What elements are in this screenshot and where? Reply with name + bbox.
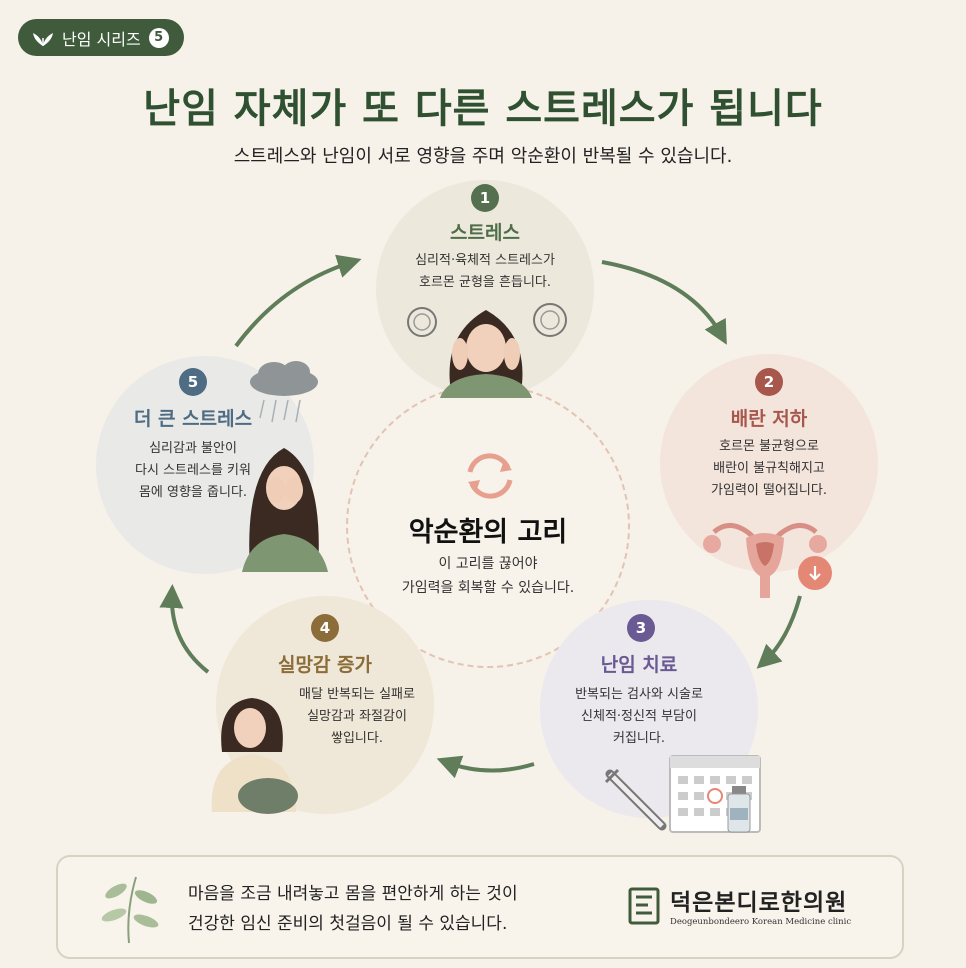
syringe-icon [604, 768, 667, 831]
step-3-desc-line-3: 커집니다. [613, 731, 665, 746]
footer-text-line-2: 건강한 임신 준비의 첫걸음이 될 수 있습니다. [188, 914, 508, 934]
series-label: 난임 시리즈 [62, 29, 141, 49]
page-title: 난임 자체가 또 다른 스트레스가 됩니다 [143, 85, 823, 132]
arrow-1-to-2 [601, 260, 727, 345]
sad-woman-illustration [211, 698, 298, 814]
step-1-desc-line-1: 심리적·육체적 스트레스가 [415, 253, 555, 268]
center-desc-line-1: 이 고리를 끊어야 [438, 556, 538, 572]
medicine-vial-icon [727, 786, 751, 833]
page-subtitle: 스트레스와 난임이 서로 영향을 주며 악순환이 반복될 수 있습니다. [233, 146, 733, 167]
uterus-illustration [703, 523, 827, 598]
footer-text-line-1: 마음을 조금 내려놓고 몸을 편안하게 하는 것이 [188, 884, 518, 904]
step-4-desc-line-2: 실망감과 좌절감이 [307, 709, 407, 724]
step-2-number: 2 [755, 368, 783, 396]
step-5-circle: 5 더 큰 스트레스 심리감과 불안이 다시 스트레스를 키워 몸에 영향을 줍… [96, 356, 328, 574]
series-badge: 난임 시리즈 5 [18, 19, 184, 56]
clinic-name: 덕은본디로한의원 [670, 889, 848, 916]
step-1-desc-line-2: 호르몬 균형을 흔듭니다. [419, 275, 551, 290]
step-1-title: 스트레스 [450, 222, 520, 244]
step-5-desc-line-1: 심리감과 불안이 [149, 441, 237, 456]
step-1-number: 1 [471, 184, 499, 212]
center-desc-line-2: 가임력을 회복할 수 있습니다. [401, 580, 575, 596]
arrow-5-to-1 [234, 254, 362, 348]
step-2-circle: 2 배란 저하 호르몬 불균형으로 배란이 불규칙해지고 가임력이 떨어집니다. [660, 354, 878, 598]
step-3-desc-line-2: 신체적·정신적 부담이 [581, 709, 697, 724]
step-5-title: 더 큰 스트레스 [133, 408, 253, 430]
crying-woman-illustration [242, 448, 328, 572]
step-5-desc-line-3: 몸에 영향을 줍니다. [138, 485, 248, 500]
clinic-english-name: Deogeunbondeero Korean Medicine clinic [670, 917, 852, 927]
step-3-number: 3 [627, 614, 655, 642]
step-4-desc-line-3: 쌓입니다. [331, 731, 383, 746]
arrow-3-to-4 [436, 755, 535, 779]
step-5-number: 5 [179, 368, 207, 396]
step-2-desc-line-3: 가임력이 떨어집니다. [711, 483, 827, 498]
calendar-icon [669, 755, 761, 833]
series-number: 5 [148, 27, 169, 48]
step-4-desc-line-1: 매달 반복되는 실패로 [299, 687, 415, 702]
rain-cloud-icon [250, 361, 318, 423]
step-3-title: 난임 치료 [600, 654, 678, 676]
step-2-desc-line-1: 호르몬 불균형으로 [719, 439, 819, 454]
plant-illustration [101, 876, 159, 944]
leaf-icon [33, 32, 53, 46]
decrease-badge [798, 556, 832, 590]
step-2-desc-line-2: 배란이 불규칙해지고 [713, 461, 825, 476]
step-3-desc-line-1: 반복되는 검사와 시술로 [575, 687, 703, 702]
step-4-circle: 4 실망감 증가 매달 반복되는 실패로 실망감과 좌절감이 쌓입니다. [211, 596, 434, 814]
step-4-title: 실망감 증가 [277, 654, 372, 676]
step-3-circle: 3 난임 치료 반복되는 검사와 시술로 신체적·정신적 부담이 커집니다. [540, 600, 761, 833]
arrow-down-icon [809, 566, 821, 581]
cycle-arrows-icon [467, 453, 513, 499]
center-title: 악순환의 고리 [408, 517, 568, 548]
footer-box: 마음을 조금 내려놓고 몸을 편안하게 하는 것이 건강한 임신 준비의 첫걸음… [56, 855, 904, 959]
stressed-woman-illustration [407, 303, 567, 398]
step-4-number: 4 [311, 614, 339, 642]
step-5-desc-line-2: 다시 스트레스를 키워 [135, 463, 251, 478]
arrow-4-to-5 [159, 584, 210, 674]
arrow-2-to-3 [756, 595, 802, 669]
clinic-logo-icon [628, 887, 660, 925]
step-2-title: 배란 저하 [730, 408, 808, 430]
step-1-circle: 1 스트레스 심리적·육체적 스트레스가 호르몬 균형을 흔듭니다. [376, 180, 594, 398]
